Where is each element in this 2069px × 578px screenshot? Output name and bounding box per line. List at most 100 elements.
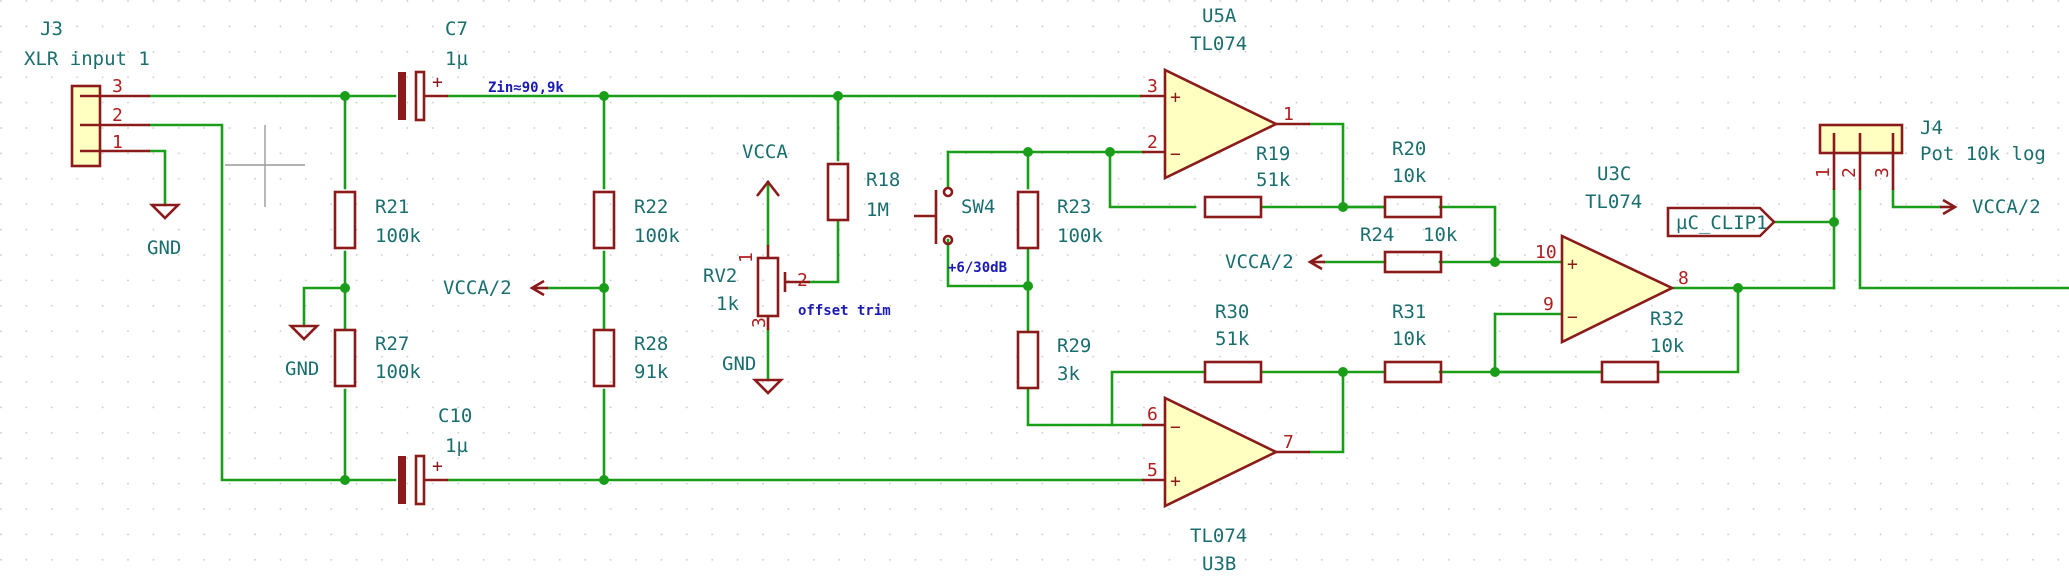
r29-ref: R29 [1057,335,1091,357]
u3b-pin-6: 6 [1147,404,1158,425]
r24-value: 10k [1423,224,1458,246]
resistor-r29[interactable]: R29 3k [1016,330,1091,390]
rv2-pin-2: 2 [797,270,808,291]
wires [148,94,2069,482]
resistor-r20[interactable]: R20 10k [1383,138,1443,219]
sw4-ref: SW4 [961,196,995,218]
switch-sw4[interactable]: SW4 +6/30dB [914,186,1007,276]
u3c-ref: U3C [1597,163,1631,185]
ground-icon [751,378,785,395]
resistor-r28[interactable]: R28 91k [592,328,669,388]
r18-value: 1M [866,199,889,221]
r20-ref: R20 [1392,138,1426,160]
u3c-pin-9: 9 [1543,294,1554,315]
r28-ref: R28 [634,333,668,355]
gnd-symbol-j3: GND [147,203,181,259]
r27-value: 100k [375,361,421,383]
r30-ref: R30 [1215,301,1249,323]
gnd-label: GND [285,358,319,380]
u3c-pin-10: 10 [1535,242,1557,263]
resistor-r31[interactable]: R31 10k [1383,301,1443,384]
ground-icon [287,324,321,341]
capacitor-c7[interactable]: + C7 1µ [398,18,468,122]
u3b-minus: − [1170,417,1181,438]
resistor-r23[interactable]: R23 100k [1016,190,1103,250]
j3-pin-1: 1 [112,132,123,153]
r21-value: 100k [375,225,421,247]
connector-j4[interactable]: 1 2 3 J4 Pot 10k log [1813,117,2046,190]
r32-value: 10k [1650,335,1685,357]
j4-value: Pot 10k log [1920,143,2046,165]
u3c-pin-8: 8 [1678,268,1689,289]
resistor-r18[interactable]: R18 1M [826,162,900,222]
c10-plus: + [432,456,443,477]
junctions [340,91,1839,485]
resistor-r24[interactable]: R24 10k [1360,224,1458,274]
gnd-label: GND [722,353,756,375]
r22-value: 100k [634,225,680,247]
c10-ref: C10 [438,405,472,427]
resistor-r27[interactable]: R27 100k [333,328,421,388]
r29-value: 3k [1057,363,1080,385]
u3b-value: TL074 [1190,525,1247,547]
capacitor-c10[interactable]: + C10 1µ [398,405,472,506]
arrow-right-icon [1942,198,1958,216]
rv2-ref: RV2 [703,265,737,287]
u3b-plus: + [1170,471,1181,492]
r31-value: 10k [1392,328,1427,350]
u5a-pin-2: 2 [1147,132,1158,153]
rv2-note: offset trim [798,303,891,319]
r28-value: 91k [634,361,669,383]
vcca-half-symbol-left: VCCA/2 [443,277,548,299]
r23-ref: R23 [1057,196,1091,218]
crosshair-cursor-icon [225,125,305,207]
connector-j3[interactable]: J3 XLR input 1 3 2 1 [24,18,150,168]
sw4-note: +6/30dB [948,260,1007,276]
vcca-half-label: VCCA/2 [443,277,512,299]
rv2-pin-1: 1 [736,252,757,263]
r32-ref: R32 [1650,308,1684,330]
r27-ref: R27 [375,333,409,355]
r23-value: 100k [1057,225,1103,247]
rv2-pin-3: 3 [749,317,770,328]
opamp-u5a[interactable]: + − 3 2 1 U5A TL074 [1140,5,1310,181]
uc-clip-text: µC_CLIP1 [1676,212,1768,234]
c10-value: 1µ [445,435,468,457]
j4-pin-1: 1 [1813,167,1834,178]
rv2-value: 1k [716,293,739,315]
gnd-symbol-rv2: GND [722,353,785,395]
j4-pin-3: 3 [1872,167,1893,178]
opamp-u3b[interactable]: − + 6 5 7 TL074 U3B [1142,395,1310,575]
potentiometer-rv2[interactable]: RV2 1k 1 2 3 offset trim [703,245,891,330]
j3-pin-2: 2 [112,105,123,126]
vcca-half-label: VCCA/2 [1972,196,2041,218]
j4-ref: J4 [1920,117,1943,139]
resistor-r30[interactable]: R30 51k [1203,301,1263,384]
resistor-r19[interactable]: R19 51k [1203,143,1291,219]
vcca-power-symbol: VCCA [742,141,788,197]
j3-pin-3: 3 [112,76,123,97]
j3-value: XLR input 1 [24,48,150,70]
zin-annotation: Zin≈90,9k [488,80,564,96]
resistor-r22[interactable]: R22 100k [592,190,680,250]
u5a-ref: U5A [1202,5,1237,27]
u5a-pin-1: 1 [1283,104,1294,125]
r19-ref: R19 [1256,143,1290,165]
resistor-r21[interactable]: R21 100k [333,190,421,250]
uc-clip-label[interactable]: µC_CLIP1 [1666,206,1776,238]
gnd-label: GND [147,237,181,259]
gnd-symbol-r27: GND [285,324,321,380]
vcca-half-label: VCCA/2 [1225,251,1294,273]
u3b-pin-7: 7 [1283,432,1294,453]
u5a-value: TL074 [1190,33,1247,55]
u3c-value: TL074 [1585,191,1642,213]
opamp-u3c[interactable]: + − 10 9 8 U3C TL074 [1535,163,1689,345]
u5a-plus: + [1170,87,1181,108]
r18-ref: R18 [866,169,900,191]
resistor-r32[interactable]: R32 10k [1600,308,1685,384]
u5a-minus: − [1170,144,1181,165]
j3-ref: J3 [40,18,63,40]
arrow-left-icon [529,279,545,297]
j4-pin-2: 2 [1839,167,1860,178]
r21-ref: R21 [375,196,409,218]
